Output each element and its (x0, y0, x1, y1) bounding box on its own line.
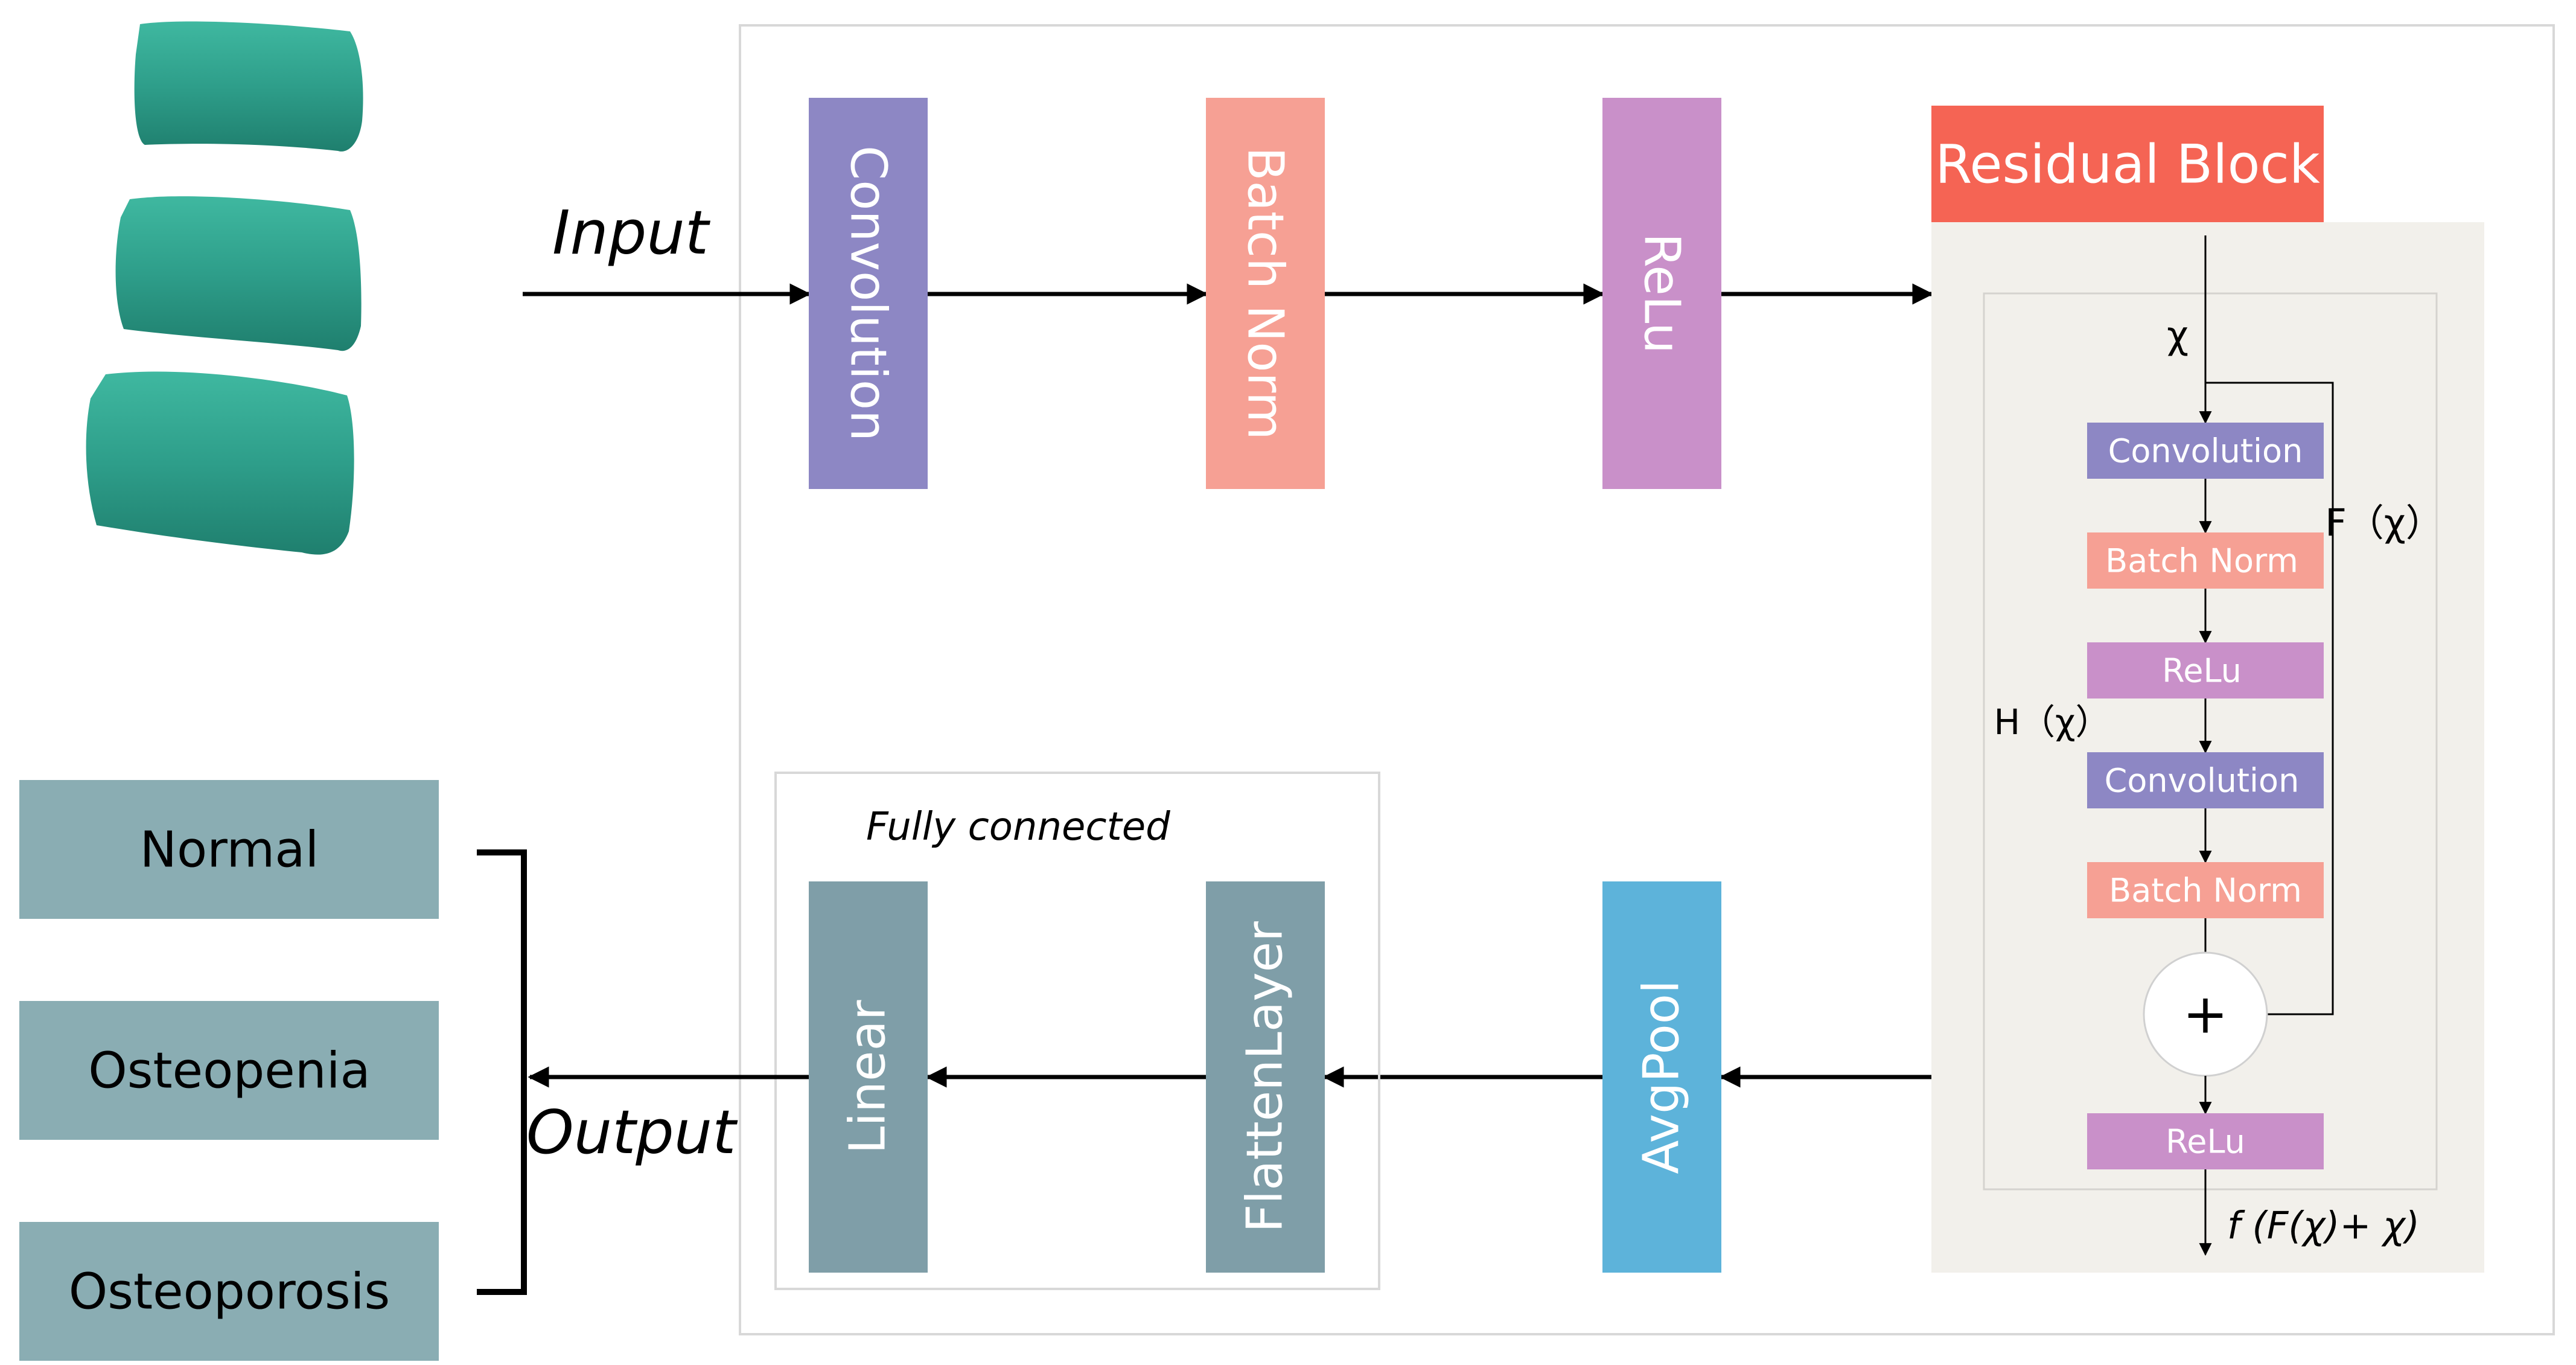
class-osteopenia-label: Osteopenia (88, 1043, 371, 1100)
skip-connection (2205, 382, 2334, 1015)
res-bn1-label: Batch Norm (2105, 542, 2298, 580)
flatten-label: FlattenLayer (1237, 921, 1294, 1233)
hx-label: H（χ） (1994, 702, 2110, 743)
input-label: Input (552, 197, 711, 268)
res-relu1-label: ReLu (2162, 652, 2242, 690)
bn-block (1206, 98, 1325, 489)
avgpool-block (1602, 881, 1721, 1273)
flatten-block (1206, 881, 1325, 1273)
class-bracket (477, 849, 527, 1295)
res-conv2 (2087, 752, 2324, 808)
sum-node-label: + (2182, 983, 2228, 1046)
res-conv1-label: Convolution (2108, 432, 2303, 470)
linear-label: Linear (840, 1000, 897, 1154)
output-label: Output (526, 1097, 738, 1168)
res-relu1 (2087, 642, 2324, 698)
class-normal-box (19, 780, 439, 919)
res-bn2-label: Batch Norm (2109, 872, 2302, 910)
relu-block-label: ReLu (1633, 233, 1691, 354)
class-osteoporosis-box (19, 1222, 439, 1361)
res-conv2-label: Convolution (2105, 762, 2300, 800)
res-conv1 (2087, 423, 2324, 479)
residual-inner-frame (1983, 292, 2438, 1191)
fc-label: Fully connected (866, 805, 1170, 849)
fx-label: F（χ） (2325, 501, 2443, 545)
res-bn1 (2087, 532, 2324, 589)
x-label: χ (2167, 313, 2189, 357)
res-relu2 (2087, 1113, 2324, 1169)
network-frame (739, 24, 2555, 1335)
res-bn2 (2087, 862, 2324, 918)
class-normal-label: Normal (140, 822, 319, 879)
class-osteoporosis-label: Osteoporosis (69, 1264, 391, 1321)
avgpool-label: AvgPool (1633, 980, 1691, 1174)
output-formula: f (F(χ)+ χ) (2227, 1204, 2420, 1248)
relu-block (1602, 98, 1721, 489)
residual-title-box (1931, 106, 2324, 222)
fc-frame (774, 772, 1380, 1290)
vertebrae-image (86, 21, 363, 555)
conv-block (809, 98, 928, 489)
residual-title: Residual Block (1935, 133, 2320, 196)
conv-block-label: Convolution (840, 145, 897, 441)
res-relu2-label: ReLu (2166, 1123, 2245, 1161)
linear-block (809, 881, 928, 1273)
bn-block-label: Batch Norm (1237, 147, 1294, 440)
class-osteopenia-box (19, 1001, 439, 1140)
